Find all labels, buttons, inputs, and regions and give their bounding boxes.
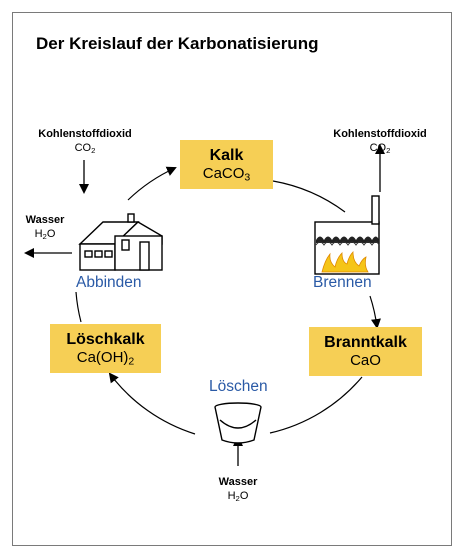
loeschkalk-formula: Ca(OH)2 [76, 349, 135, 368]
process-brennen: Brennen [313, 274, 372, 291]
arc-bucket-to-loeschkalk [108, 372, 196, 435]
bucket-icon [214, 402, 262, 444]
branntkalk-name: Branntkalk [324, 333, 407, 351]
water-out-formula: H2O [34, 227, 56, 241]
loeschkalk-box: Löschkalk Ca(OH)2 [50, 324, 161, 373]
co2-out-name: Kohlenstoffdioxid [333, 128, 427, 140]
arc-house-to-kalk [127, 166, 177, 201]
co2-in-formula: CO2 [74, 141, 96, 155]
house-icon [78, 213, 163, 271]
co2-in-label: Kohlenstoffdioxid CO2 [30, 128, 140, 156]
loeschkalk-name: Löschkalk [66, 330, 145, 348]
water-in-name: Wasser [218, 476, 258, 488]
branntkalk-box: Branntkalk CaO [309, 327, 422, 376]
kiln-icon [314, 195, 380, 275]
diagram-frame [12, 12, 452, 546]
flame-icon [321, 251, 369, 273]
kalk-formula: CaCO3 [202, 165, 251, 184]
water-in-formula: H2O [227, 489, 249, 503]
diagram-title: Der Kreislauf der Karbonatisierung [36, 34, 319, 53]
arc-brennen-to-branntkalk [369, 295, 381, 329]
arc-kalk-to-brennen [272, 180, 346, 213]
water-out-label: Wasser H2O [22, 214, 68, 242]
co2-in-name: Kohlenstoffdioxid [38, 128, 132, 140]
co2-out-formula: CO2 [369, 141, 391, 155]
arc-branntkalk-to-bucket [269, 376, 363, 434]
kalk-name: Kalk [209, 146, 244, 164]
water-out-name: Wasser [25, 214, 65, 226]
kalk-box: Kalk CaCO3 [180, 140, 273, 189]
water-in-label: Wasser H2O [208, 476, 268, 504]
process-loeschen: Löschen [209, 378, 268, 395]
process-abbinden: Abbinden [76, 274, 142, 291]
co2-out-label: Kohlenstoffdioxid CO2 [325, 128, 435, 156]
branntkalk-formula: CaO [350, 352, 381, 370]
arc-loeschkalk-to-abbinden [75, 291, 82, 323]
